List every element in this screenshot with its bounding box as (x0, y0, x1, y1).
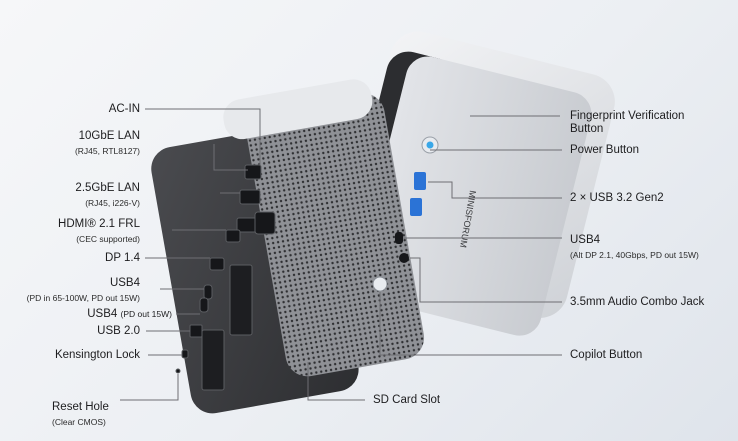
label-usb4-front: USB4 (Alt DP 2.1, 40Gbps, PD out 15W) (570, 234, 699, 262)
label-dp: DP 1.4 (105, 252, 140, 265)
label-25gbe-lan: 2.5GbE LAN (RJ45, i226-V) (75, 182, 140, 210)
ac-in-port (244, 164, 262, 180)
label-kensington: Kensington Lock (55, 349, 140, 362)
back-unit-top-edge (223, 79, 373, 140)
usb32-port-1 (414, 172, 426, 190)
label-ac-in-title: AC-IN (108, 103, 140, 115)
label-25gbe-title: 2.5GbE LAN (75, 182, 140, 194)
front-ports (372, 136, 439, 292)
label-fingerprint: Fingerprint Verification Button (570, 110, 684, 136)
vent-grille-2 (201, 329, 225, 391)
label-sd-card: SD Card Slot (373, 394, 440, 407)
kensington-slot (181, 349, 189, 359)
usb4-front-port (395, 232, 403, 244)
label-usb4-front-title: USB4 (570, 234, 601, 246)
label-fingerprint-title: Fingerprint Verification (570, 110, 685, 122)
label-25gbe-sub: (RJ45, i226-V) (85, 198, 140, 208)
line-10gbe (213, 144, 248, 171)
leader-lines (120, 108, 562, 401)
label-10gbe-title: 10GbE LAN (78, 130, 140, 142)
line-reset (120, 374, 179, 401)
label-power-button: Power Button (570, 144, 639, 157)
label-usb4-b-sub: (PD out 15W) (120, 309, 173, 319)
usb4-back-b-port (199, 297, 209, 313)
power-button-led (426, 141, 434, 149)
label-reset-hole: Reset Hole (Clear CMOS) (52, 401, 109, 429)
audio-jack (399, 253, 409, 263)
front-unit-face (355, 56, 592, 336)
reset-hole (175, 368, 181, 374)
line-usb32 (428, 181, 562, 199)
line-copilot (379, 292, 562, 356)
label-10gbe-lan: 10GbE LAN (RJ45, RTL8127) (75, 130, 140, 158)
back-ports (175, 164, 276, 391)
lan-10gbe-port (239, 189, 261, 205)
line-audio (410, 257, 562, 303)
hdmi-port (225, 229, 241, 243)
label-usb4-b: USB4 (PD out 15W) (87, 308, 172, 321)
line-sd (307, 362, 365, 401)
power-connector (254, 211, 276, 235)
label-copilot-title: Copilot Button (570, 349, 643, 361)
label-usb2: USB 2.0 (97, 325, 140, 338)
usb4-back-a-port (203, 284, 213, 300)
line-ac-in (145, 108, 261, 165)
label-reset-title: Reset Hole (52, 401, 109, 413)
label-hdmi-sub: (CEC supported) (76, 234, 140, 244)
copilot-button (372, 276, 388, 292)
label-usb4-front-sub: (Alt DP 2.1, 40Gbps, PD out 15W) (570, 250, 699, 260)
label-usb4-a-sub: (PD in 65-100W, PD out 15W) (26, 293, 140, 303)
label-reset-sub: (Clear CMOS) (52, 417, 106, 427)
lan-25gbe-port (236, 217, 258, 233)
vent-grille-1 (229, 264, 253, 336)
label-audio-title: 3.5mm Audio Combo Jack (570, 296, 705, 308)
label-usb32-title: 2 × USB 3.2 Gen2 (570, 192, 664, 204)
label-usb4-b-title: USB4 (87, 308, 118, 320)
label-kensington-title: Kensington Lock (54, 349, 140, 361)
label-audio: 3.5mm Audio Combo Jack (570, 296, 704, 309)
label-dp-title: DP 1.4 (105, 252, 140, 264)
dp-port (209, 257, 225, 271)
label-usb2-title: USB 2.0 (97, 325, 140, 337)
label-hdmi: HDMI® 2.1 FRL (CEC supported) (58, 218, 140, 246)
label-fingerprint-title2: Button (570, 123, 604, 135)
label-usb4-a: USB4 (PD in 65-100W, PD out 15W) (27, 277, 140, 305)
label-ac-in: AC-IN (109, 103, 140, 116)
label-hdmi-title: HDMI® 2.1 FRL (58, 218, 140, 230)
label-usb4-a-title: USB4 (109, 277, 140, 289)
label-copilot: Copilot Button (570, 349, 642, 362)
label-sd-title: SD Card Slot (373, 394, 441, 406)
usb32-port-2 (410, 198, 422, 216)
label-usb32: 2 × USB 3.2 Gen2 (570, 192, 664, 205)
usb2-port (189, 324, 203, 338)
label-10gbe-sub: (RJ45, RTL8127) (74, 146, 140, 156)
label-power-title: Power Button (570, 144, 640, 156)
